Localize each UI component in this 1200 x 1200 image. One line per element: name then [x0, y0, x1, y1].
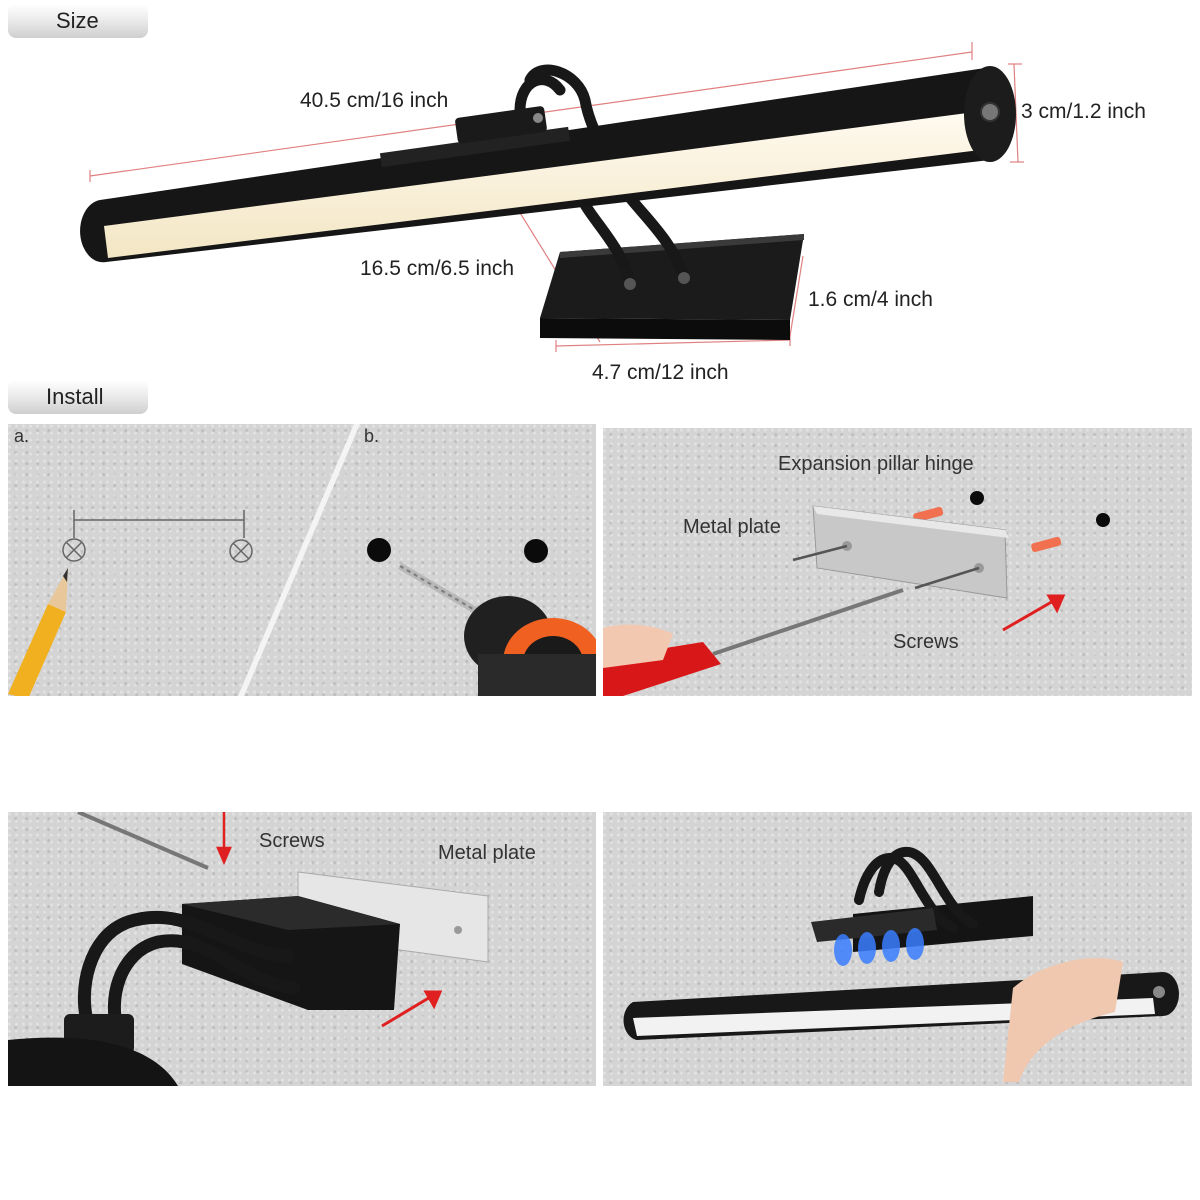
step-d-panel: Screws Metal plate [8, 812, 596, 1086]
direction-arrow [1002, 594, 1066, 632]
step-b-label: b. [364, 426, 380, 446]
size-title-text: Size [56, 8, 99, 33]
height-dimension-label: 3 cm/1.2 inch [1021, 100, 1146, 123]
wall-hole-left [970, 491, 984, 505]
depth-dimension-label: 16.5 cm/6.5 inch [360, 257, 515, 280]
lamp-head-mount [811, 908, 937, 942]
expansion-hinge-label: Expansion pillar hinge [778, 453, 974, 475]
marking-guides [62, 510, 253, 563]
base-width-label: 4.7 cm/12 inch [592, 361, 729, 384]
step-a-label: a. [14, 426, 30, 446]
length-dimension-label: 40.5 cm/16 inch [300, 89, 449, 112]
down-arrow [216, 812, 232, 866]
screws-label-d: Screws [259, 830, 325, 852]
drilled-hole-right [524, 539, 548, 563]
drilled-hole-left [367, 538, 391, 562]
metal-plate-label-c: Metal plate [683, 516, 781, 538]
pencil-icon [8, 568, 68, 696]
direction-arrow-d [381, 990, 443, 1028]
screws-illustration [792, 544, 980, 590]
magnet-icons [834, 928, 924, 966]
step-ab-panel: a. b. [8, 424, 596, 696]
lamp-bar-end [8, 1037, 178, 1086]
lamp-bar [80, 66, 1016, 263]
screwdriver-icon [603, 588, 904, 696]
metal-plate-illustration [812, 505, 1009, 599]
step-c-panel: Expansion pillar hinge Metal plate Screw… [603, 428, 1192, 696]
base-thickness-label: 1.6 cm/4 inch [808, 288, 933, 311]
expansion-anchors [913, 506, 1062, 553]
wall-hole-right [1096, 513, 1110, 527]
install-section-title: Install [8, 380, 148, 414]
lamp-dimension-illustration [80, 42, 1024, 352]
metal-plate-label-d: Metal plate [438, 842, 536, 864]
screws-label-c: Screws [893, 631, 959, 653]
install-title-text: Install [46, 384, 104, 409]
size-section-title: Size [8, 4, 148, 38]
step-e-panel [603, 812, 1192, 1086]
wall-base [540, 234, 804, 340]
hand-icon [1003, 958, 1123, 1082]
drill-icon [398, 562, 596, 696]
panel-divider [238, 424, 360, 696]
lamp-arms-d [77, 910, 301, 1037]
screwdriver-shaft [77, 812, 209, 870]
